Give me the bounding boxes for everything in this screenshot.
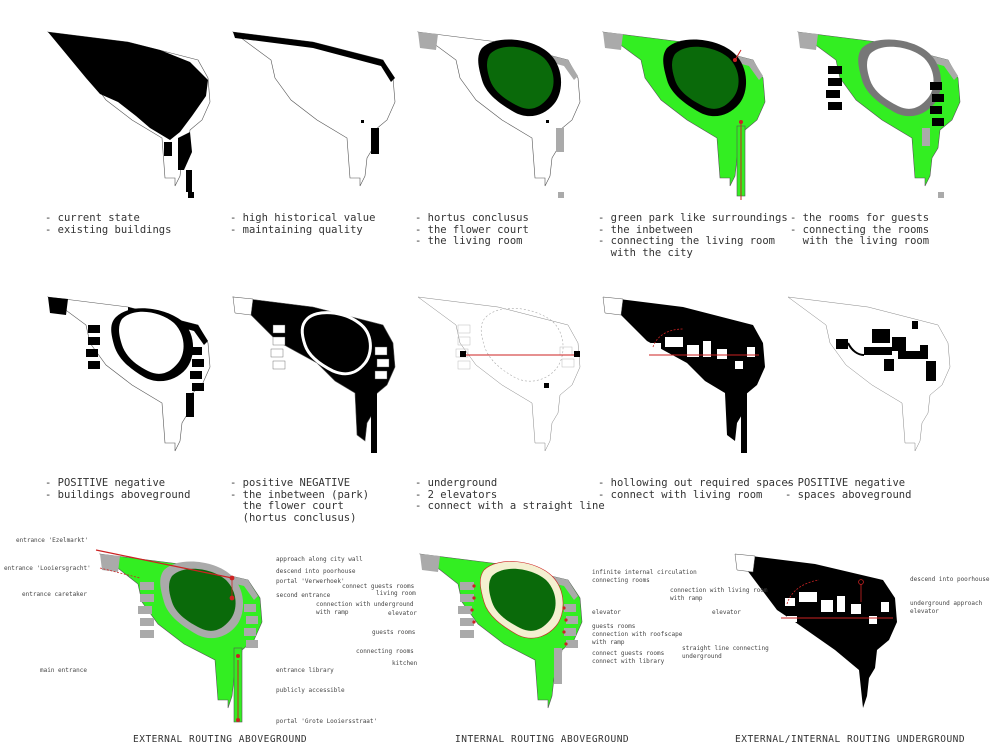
site-plan-underground-routing [734, 553, 897, 708]
panel-underground-routing [715, 540, 915, 730]
label-connect-guests-rooms: connect guests rooms [342, 583, 415, 590]
caption-3: - hortus conclusus - the flower court - … [415, 212, 529, 247]
label-entrance-caretaker: entrance caretaker [22, 591, 88, 598]
panel-external-routing [80, 540, 280, 730]
panel-green-park [595, 20, 775, 210]
site-plan-inbetween [232, 296, 396, 453]
label-underground-approach: underground approach [910, 600, 983, 607]
label-portal-grote: portal 'Grote Looiersstraat' [276, 718, 378, 725]
site-plan-positive-negative [47, 296, 211, 452]
label-elevator-left: elevator [388, 610, 417, 617]
label-publicly-accessible: publicly accessible [276, 687, 345, 694]
label-kitchen: kitchen [392, 660, 418, 667]
site-plan-hortus [417, 31, 581, 198]
caption-6: - POSITIVE negative - buildings abovegro… [45, 477, 191, 501]
label-connection-roofscape: connection with roofscape [592, 631, 683, 638]
label-living-room: living room [376, 590, 416, 597]
label-elevator-right: elevator [592, 609, 621, 616]
title-internal-routing: INTERNAL ROUTING ABOVEGROUND [455, 734, 630, 745]
label-connection-underground: connection with underground [316, 601, 414, 608]
label-connecting-rooms-right: connecting rooms [592, 577, 650, 584]
site-plan-hollowing [602, 296, 765, 453]
panel-hortus [410, 20, 590, 210]
site-plan-green-park [602, 31, 766, 200]
panel-hollowing [595, 285, 775, 475]
site-plan-internal-routing [418, 553, 583, 709]
label-entrance-looiersgracht: entrance 'Looiersgracht' [4, 565, 91, 572]
label-guests-rooms-right: guests rooms [592, 623, 636, 630]
caption-8: - underground - 2 elevators - connect wi… [415, 477, 605, 512]
caption-9: - hollowing out required spaces - connec… [598, 477, 794, 501]
caption-2: - high historical value - maintaining qu… [230, 212, 376, 236]
label-with-ramp-right: with ramp [592, 639, 625, 646]
panel-positive-negative [40, 285, 220, 475]
site-plan-historical [232, 31, 396, 187]
site-plan-guest-rooms [797, 31, 961, 198]
caption-7: - positive NEGATIVE - the inbetween (par… [230, 477, 370, 524]
label-main-entrance: main entrance [40, 667, 87, 674]
label-with-ramp: with ramp [316, 609, 349, 616]
panel-current-state [40, 20, 220, 210]
site-plan-external-routing [95, 549, 263, 723]
label-descend-poorhouse: descend into poorhouse [276, 568, 356, 575]
label-entrance-ezelmarkt: entrance 'Ezelmarkt' [16, 537, 89, 544]
label-infinite-circulation: infinite internal circulation [592, 569, 697, 576]
site-plan-spaces [787, 296, 951, 452]
label-approach-city-wall: approach along city wall [276, 556, 363, 563]
caption-10: - POSITIVE negative - spaces aboveground [785, 477, 912, 501]
label-portal-verwerhoek: portal 'Verwerhoek' [276, 578, 345, 585]
label-ug-with-ramp: with ramp [670, 595, 703, 602]
label-ug-underground: underground [682, 653, 722, 660]
label-second-entrance: second entrance [276, 592, 331, 599]
label-ug-elevator-left: elevator [712, 609, 741, 616]
caption-4: - green park like surroundings - the inb… [598, 212, 788, 259]
label-connection-living-room: connection with living room [670, 587, 768, 594]
label-ug-elevator-right: elevator [910, 608, 939, 615]
panel-spaces-aboveground [780, 285, 960, 475]
panel-historical [225, 20, 405, 210]
label-entrance-library: entrance library [276, 667, 334, 674]
label-straight-line: straight line connecting [682, 645, 769, 652]
panel-internal-routing [400, 540, 600, 730]
label-guests-rooms: guests rooms [372, 629, 416, 636]
title-external-routing: EXTERNAL ROUTING ABOVEGROUND [133, 734, 308, 745]
label-connect-library: connect with library [592, 658, 665, 665]
caption-5: - the rooms for guests - connecting the … [790, 212, 930, 247]
site-plan-underground [417, 296, 581, 452]
panel-underground [410, 285, 590, 475]
label-connecting-rooms-left: connecting rooms [356, 648, 414, 655]
caption-1: - current state - existing buildings [45, 212, 172, 236]
panel-guest-rooms [790, 20, 970, 210]
panel-positive-NEGATIVE [225, 285, 405, 475]
site-plan-current [47, 31, 211, 198]
label-connect-guests-rooms-right: connect guests rooms [592, 650, 665, 657]
title-underground-routing: EXTERNAL/INTERNAL ROUTING UNDERGROUND [735, 734, 966, 745]
label-ug-descend-poorhouse: descend into poorhouse [910, 576, 990, 583]
